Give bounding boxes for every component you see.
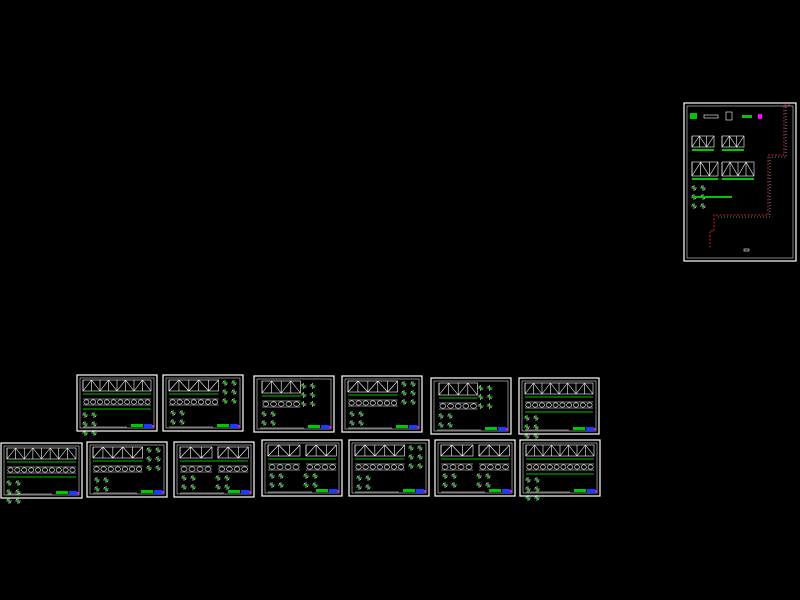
sheet-r2-1[interactable] — [0, 442, 83, 504]
sheet-r1-1[interactable] — [76, 374, 158, 436]
sheet-r1-5[interactable] — [430, 377, 512, 435]
sheet-r2-3[interactable] — [173, 441, 255, 498]
sheet-r2-2[interactable] — [86, 441, 168, 498]
sheet-overview[interactable] — [683, 102, 797, 262]
sheet-r1-4[interactable] — [341, 375, 423, 433]
sheet-r2-5[interactable] — [348, 439, 430, 497]
sheet-r2-7[interactable] — [519, 439, 601, 501]
sheet-r2-6[interactable] — [434, 439, 516, 497]
sheet-r1-2[interactable] — [162, 374, 244, 432]
sheet-r1-6[interactable] — [518, 377, 600, 439]
sheet-r2-4[interactable] — [261, 439, 343, 497]
sheet-r1-3[interactable] — [253, 375, 335, 433]
